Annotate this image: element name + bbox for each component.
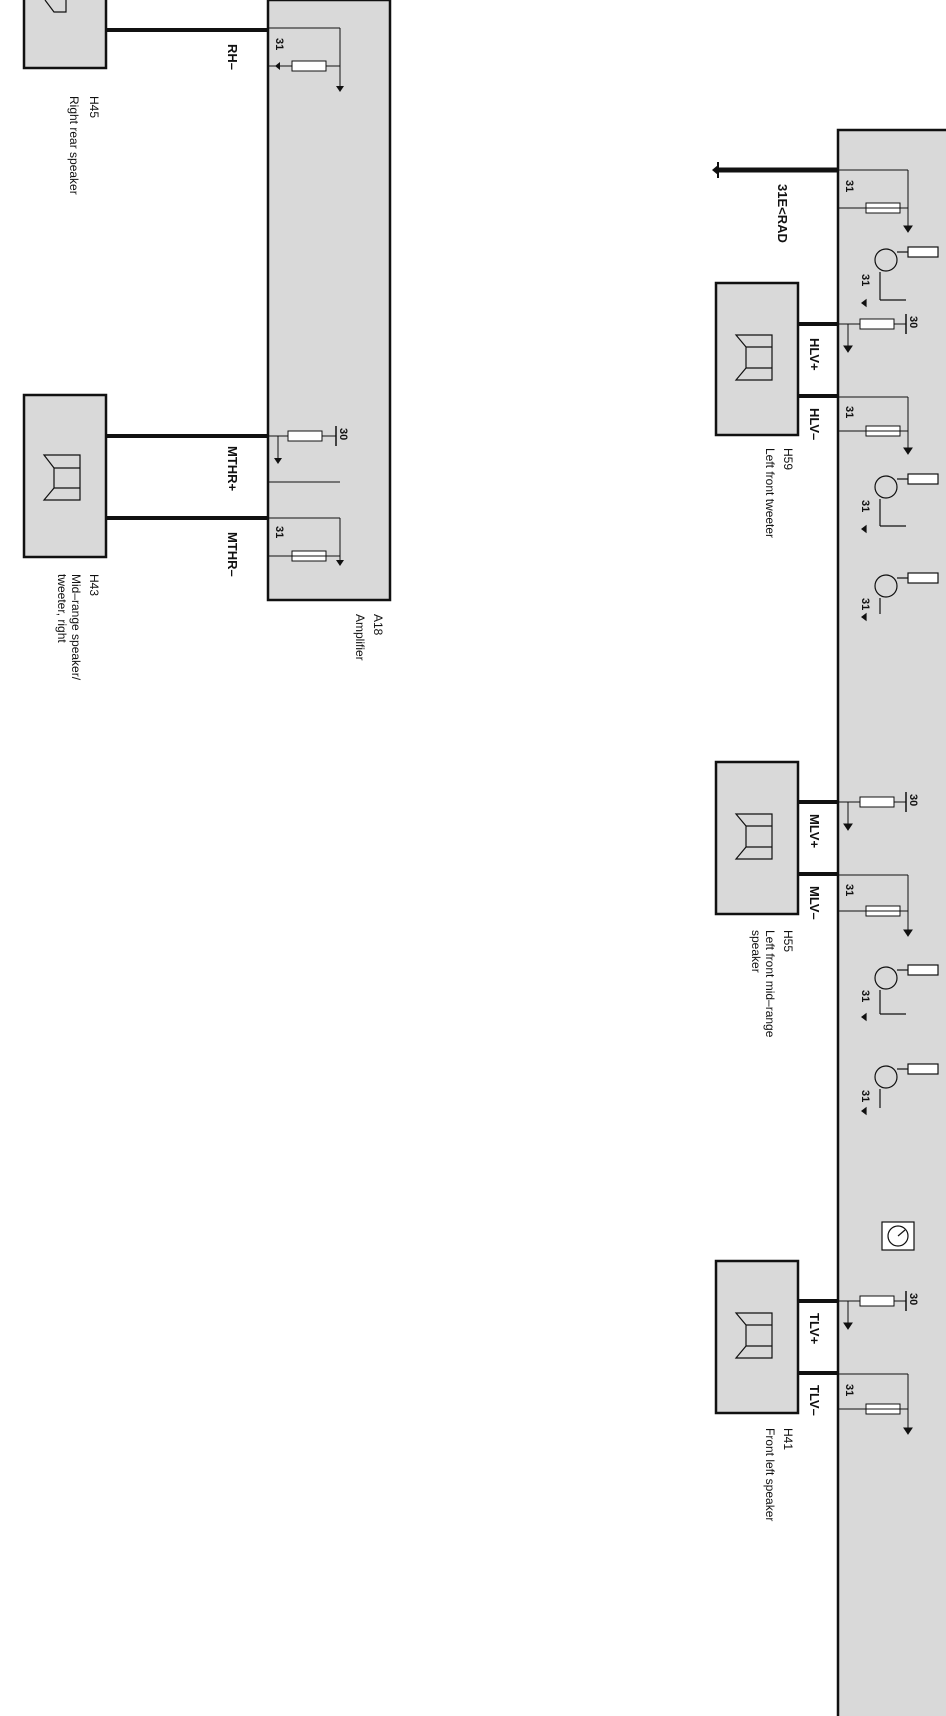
- dial-symbol: [881, 1221, 915, 1251]
- pin-31-t1: 31: [859, 274, 871, 286]
- wire-label-tlv-minus: TLV–: [807, 1385, 822, 1416]
- speaker-h43: [22, 393, 108, 559]
- pin-30-mlv: 30: [907, 794, 919, 806]
- supply-resistor-hlv: [838, 314, 907, 353]
- pin-30-tlv: 30: [907, 1293, 919, 1305]
- h55-name-line1: Left front mid–range: [763, 930, 777, 1038]
- h59-name: Left front tweeter: [763, 448, 777, 538]
- ground-label-rad: 31E<RAD: [775, 184, 790, 243]
- wire-label-tlv-plus: TLV+: [807, 1313, 822, 1345]
- wire-label-mlv-minus: MLV–: [807, 886, 822, 920]
- left-module: [836, 128, 946, 1716]
- speaker-h55: [714, 760, 800, 916]
- amplifier-id: A18: [371, 614, 385, 636]
- speaker-h59: [714, 281, 800, 437]
- wire-label-mlv-plus: MLV+: [807, 814, 822, 848]
- h45-name: Right rear speaker: [67, 96, 81, 195]
- wire-label-hlv-minus: HLV–: [807, 408, 822, 440]
- ground-resistor-mthr: [268, 481, 344, 566]
- speaker-h41: [714, 1259, 800, 1415]
- pin-31-t4: 31: [859, 990, 871, 1002]
- pin-31-t3: 31: [859, 598, 871, 610]
- wire-label-rh-minus: RH–: [225, 44, 240, 70]
- wire-label-mthr-plus: MTHR+: [225, 446, 240, 492]
- h43-id: H43: [87, 574, 101, 596]
- pin-30-hlv: 30: [907, 316, 919, 328]
- supply-resistor-mlv: [838, 792, 907, 831]
- pin-31-d: 31: [843, 1384, 855, 1396]
- pin-31-t2: 31: [859, 500, 871, 512]
- h41-name: Front left speaker: [763, 1428, 777, 1521]
- transistor-group: [861, 246, 939, 1116]
- pin-30-mthr: 30: [337, 428, 349, 440]
- speaker-h45: [22, 0, 108, 70]
- h43-name-line1: Mid–range speaker/: [69, 574, 83, 681]
- pin-31-mthr: 31: [273, 526, 285, 538]
- h55-name-line2: speaker: [749, 930, 763, 973]
- h55-id: H55: [781, 930, 795, 952]
- amplifier-module: [266, 0, 392, 602]
- supply-resistor-tlv: [838, 1291, 907, 1330]
- h59-id: H59: [781, 448, 795, 470]
- pin-31-c: 31: [843, 884, 855, 896]
- pin-31-a: 31: [843, 180, 855, 192]
- pin-31-rh: 31: [273, 38, 285, 50]
- pin-31-b: 31: [843, 406, 855, 418]
- h45-id: H45: [87, 96, 101, 118]
- ground-resistor-rh: [268, 27, 344, 92]
- module-ground-resistors: [838, 169, 913, 1435]
- amplifier-name: Amplifier: [353, 614, 367, 661]
- h41-id: H41: [781, 1428, 795, 1450]
- pin-31-t5: 31: [859, 1090, 871, 1102]
- supply-resistor-mthr: [268, 426, 337, 464]
- wire-label-mthr-minus: MTHR–: [225, 532, 240, 577]
- wire-label-hlv-plus: HLV+: [807, 338, 822, 371]
- h43-name-line2: tweeter, right: [55, 574, 69, 643]
